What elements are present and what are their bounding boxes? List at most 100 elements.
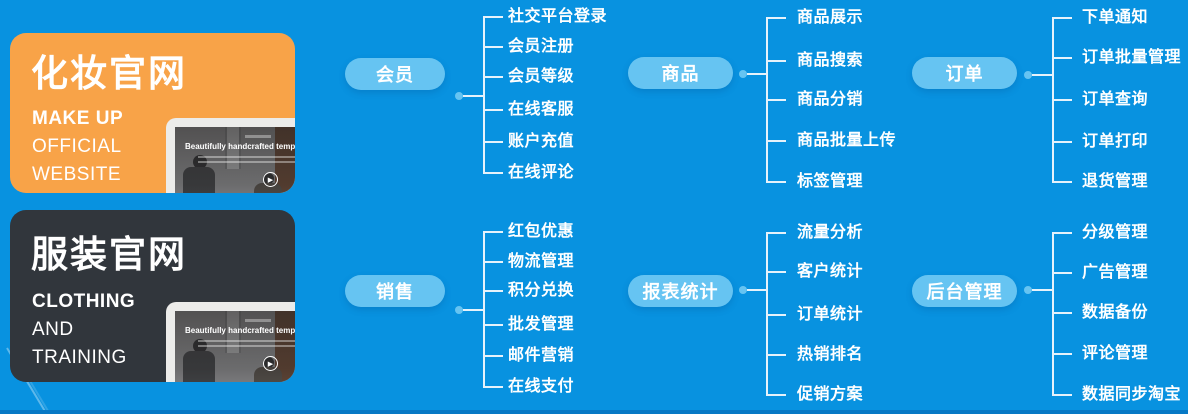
- connector-dot: [1024, 286, 1032, 294]
- branch-line: [483, 355, 503, 357]
- branch-label: 数据同步淘宝: [1082, 386, 1182, 403]
- branch-line: [766, 271, 786, 273]
- branch-label: 下单通知: [1082, 9, 1149, 26]
- branch-line: [1052, 394, 1072, 396]
- card-makeup-site: 化妆官网 MAKE UP OFFICIAL WEBSITE Beautifull…: [10, 33, 295, 193]
- branch-label: 退货管理: [1082, 173, 1149, 190]
- photo-text-bar: [198, 156, 295, 158]
- branch-label: 红包优惠: [508, 223, 575, 240]
- branch-line: [483, 324, 503, 326]
- branch-label: 热销排名: [797, 346, 864, 363]
- connector-line: [1032, 289, 1052, 291]
- photo-tag-bar: [245, 319, 271, 322]
- branch-line: [766, 140, 786, 142]
- branch-label: 广告管理: [1082, 264, 1149, 281]
- node-admin: 后台管理: [912, 275, 1017, 307]
- subtitle-line: TRAINING: [32, 347, 127, 368]
- branch-line: [766, 17, 786, 19]
- branch-line: [1052, 141, 1072, 143]
- branch-line: [1052, 272, 1072, 274]
- connector-line: [747, 289, 766, 291]
- branch-line: [483, 46, 503, 48]
- node-member: 会员: [345, 58, 445, 90]
- branch-label: 数据备份: [1082, 304, 1149, 321]
- connector-line: [1032, 74, 1052, 76]
- branch-label: 在线评论: [508, 164, 575, 181]
- preview-caption: Beautifully handcrafted templates for y: [184, 326, 295, 335]
- branch-label: 邮件营销: [508, 347, 575, 364]
- card-subtitle: CLOTHING AND TRAINING: [32, 288, 135, 372]
- branch-label: 商品展示: [797, 9, 864, 26]
- connector-line: [463, 309, 483, 311]
- node-product: 商品: [628, 57, 733, 89]
- branch-line: [1052, 57, 1072, 59]
- subtitle-line: WEBSITE: [32, 164, 122, 185]
- trunk-line: [483, 17, 485, 173]
- photo-text-bar: [198, 161, 295, 163]
- connector-dot: [455, 92, 463, 100]
- branch-line: [1052, 312, 1072, 314]
- branch-label: 订单统计: [797, 306, 864, 323]
- branch-line: [766, 99, 786, 101]
- subtitle-line: CLOTHING: [32, 291, 136, 312]
- tree-product: 商品 商品展示 商品搜索 商品分销 商品批量上传 标签管理: [628, 0, 908, 206]
- website-preview-screenshot: Beautifully handcrafted templates for y …: [175, 127, 295, 193]
- tree-sales: 销售 红包优惠 物流管理 积分兑换 批发管理 邮件营销 在线支付: [345, 210, 625, 414]
- tree-member: 会员 社交平台登录 会员注册 会员等级 在线客服 账户充值 在线评论: [345, 0, 625, 206]
- website-preview-tablet: Beautifully handcrafted templates for y …: [166, 302, 295, 382]
- branch-line: [766, 60, 786, 62]
- trunk-line: [483, 232, 485, 387]
- branch-label: 商品搜索: [797, 52, 864, 69]
- photo-tag-bar: [245, 135, 271, 138]
- branch-label: 在线支付: [508, 378, 575, 395]
- branch-label: 评论管理: [1082, 345, 1149, 362]
- branch-line: [766, 181, 786, 183]
- branch-label: 促销方案: [797, 386, 864, 403]
- branch-line: [483, 386, 503, 388]
- card-title: 服装官网: [31, 234, 187, 275]
- branch-label: 物流管理: [508, 253, 575, 270]
- branch-line: [483, 109, 503, 111]
- connector-dot: [1024, 71, 1032, 79]
- trunk-line: [1052, 233, 1054, 395]
- branch-line: [1052, 181, 1072, 183]
- branch-line: [483, 76, 503, 78]
- branch-line: [483, 290, 503, 292]
- branch-line: [766, 354, 786, 356]
- branch-label: 订单批量管理: [1082, 49, 1182, 66]
- branch-line: [1052, 232, 1072, 234]
- branch-label: 流量分析: [797, 224, 864, 241]
- website-preview-screenshot: Beautifully handcrafted templates for y …: [175, 311, 295, 382]
- play-button-icon: ▶: [263, 356, 278, 371]
- branch-line: [483, 261, 503, 263]
- branch-label: 社交平台登录: [508, 8, 608, 25]
- photo-text-bar: [198, 345, 295, 347]
- tree-admin: 后台管理 分级管理 广告管理 数据备份 评论管理 数据同步淘宝: [912, 210, 1188, 414]
- branch-label: 分级管理: [1082, 224, 1149, 241]
- node-order: 订单: [912, 57, 1017, 89]
- branch-label: 批发管理: [508, 316, 575, 333]
- branch-line: [766, 394, 786, 396]
- branch-line: [1052, 99, 1072, 101]
- tree-report-stats: 报表统计 流量分析 客户统计 订单统计 热销排名 促销方案: [628, 210, 908, 414]
- website-preview-tablet: Beautifully handcrafted templates for y …: [166, 118, 295, 193]
- branch-line: [1052, 17, 1072, 19]
- play-button-icon: ▶: [263, 172, 278, 187]
- photo-overlay: [175, 311, 295, 382]
- branch-line: [1052, 353, 1072, 355]
- connector-line: [463, 95, 483, 97]
- branch-line: [483, 16, 503, 18]
- branch-line: [483, 141, 503, 143]
- branch-label: 会员等级: [508, 68, 575, 85]
- branch-label: 会员注册: [508, 38, 575, 55]
- branch-label: 客户统计: [797, 263, 864, 280]
- branch-label: 账户充值: [508, 133, 575, 150]
- branch-label: 积分兑换: [508, 282, 575, 299]
- subtitle-line: MAKE UP: [32, 108, 124, 129]
- card-title: 化妆官网: [31, 53, 187, 94]
- connector-dot: [455, 306, 463, 314]
- branch-label: 订单打印: [1082, 133, 1149, 150]
- branch-label: 订单查询: [1082, 91, 1149, 108]
- branch-label: 在线客服: [508, 101, 575, 118]
